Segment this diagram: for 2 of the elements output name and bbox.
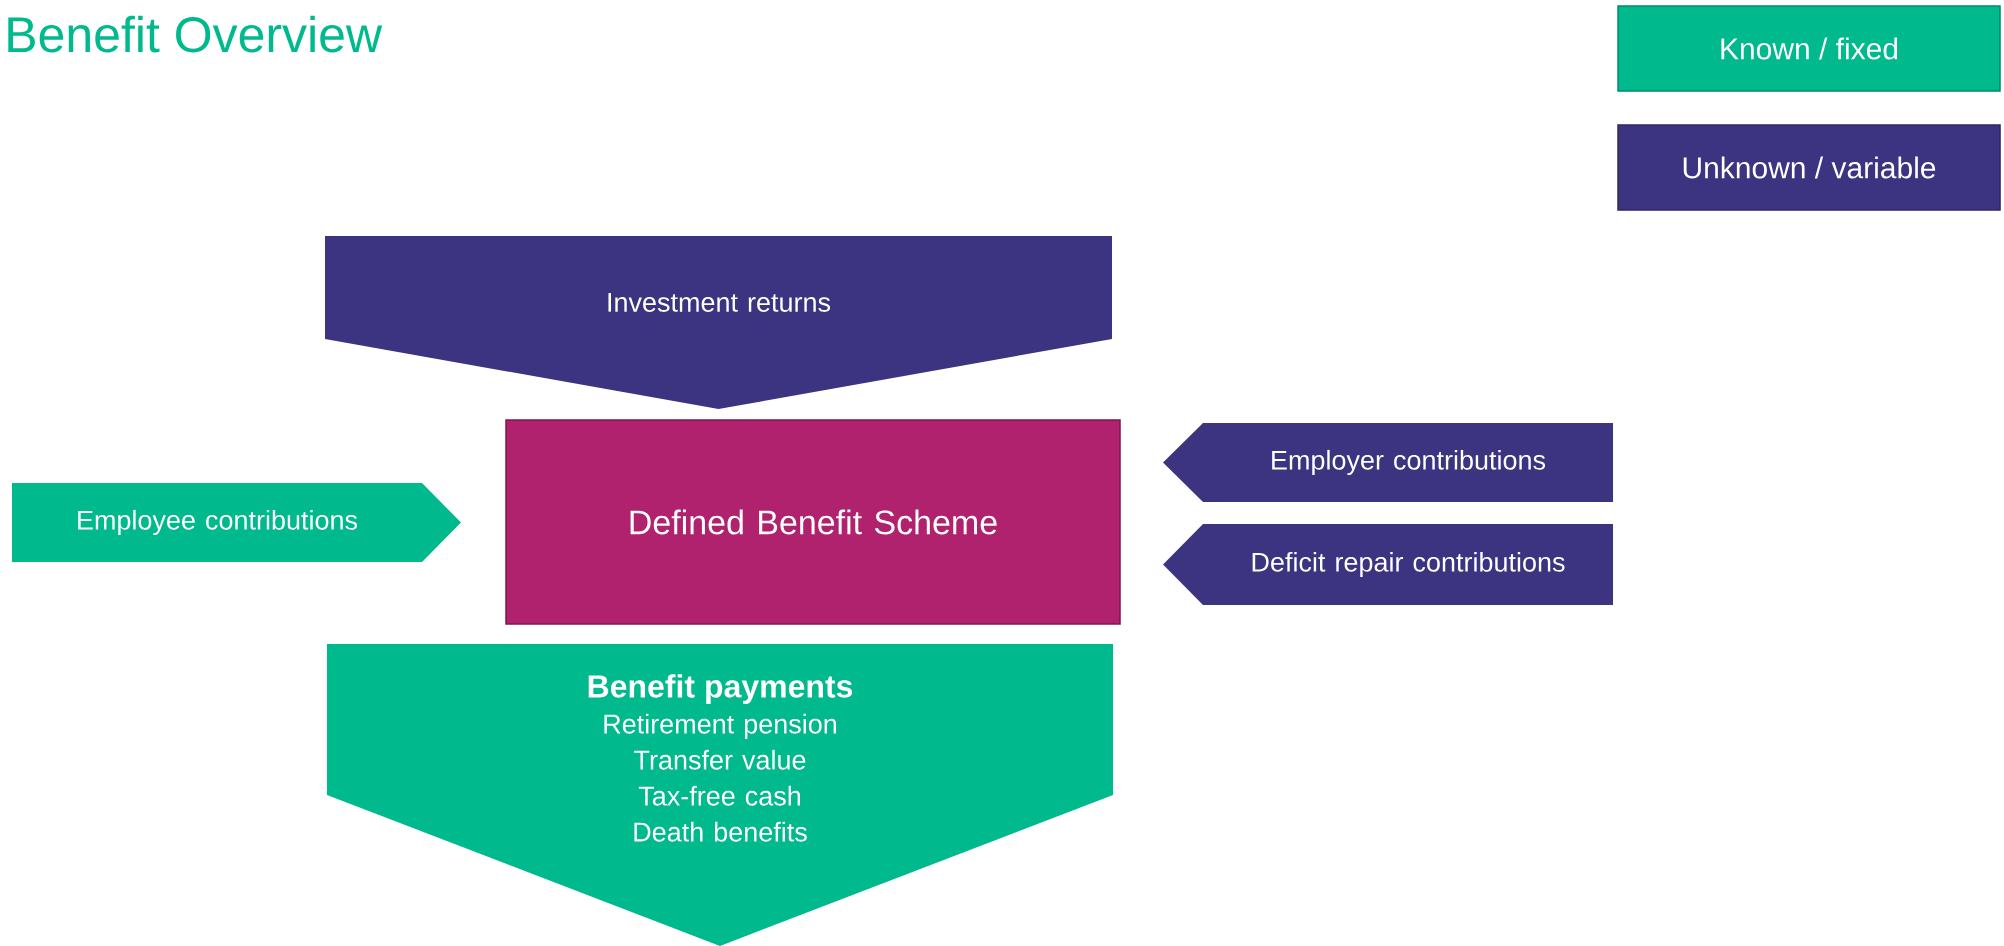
scheme-box: Defined Benefit Scheme xyxy=(505,419,1121,625)
title: Benefit Overview xyxy=(8,15,383,53)
